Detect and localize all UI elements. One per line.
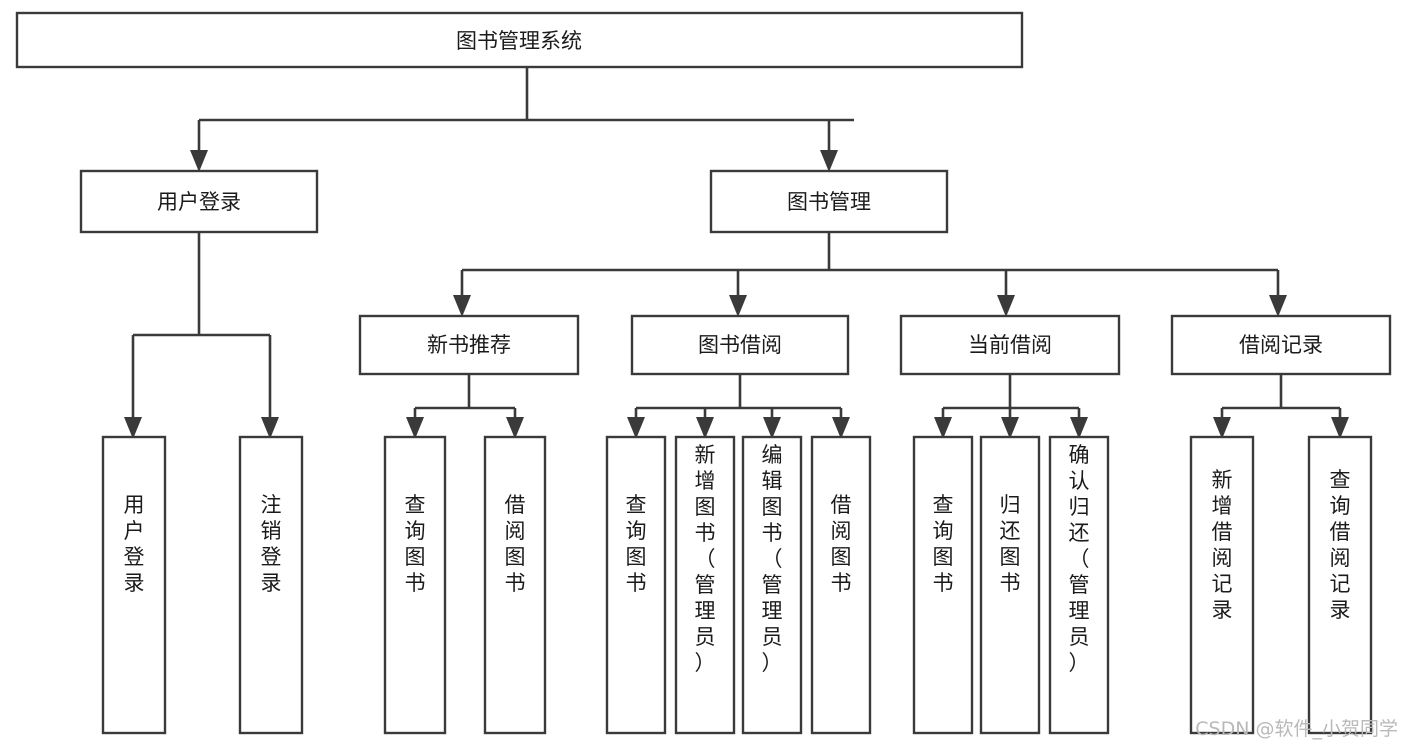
leaf-book-borrow-3-box <box>741 435 803 735</box>
leaf-borrow-record-2-box <box>1307 435 1373 735</box>
leaf-current-borrow-2-box <box>979 435 1041 735</box>
arrow-to-book-manage <box>820 150 838 172</box>
csdn-watermark: CSDN @软件_小贺同学 <box>1195 718 1398 740</box>
node-book-manage[interactable]: 图书管理 <box>709 169 949 234</box>
node-root-box <box>15 11 1024 69</box>
arrow-to-book-borrow <box>729 295 747 317</box>
arrow-book-borrow-leaf-4 <box>832 417 850 439</box>
node-root-label: 图书管理系统 <box>456 29 582 53</box>
leaf-current-borrow-3-label: 确认归还（管理员） <box>1069 443 1090 675</box>
connector-layer <box>124 67 1349 439</box>
node-new-book-recommend-box <box>358 314 580 376</box>
node-book-manage-label: 图书管理 <box>787 190 871 214</box>
node-root[interactable]: 图书管理系统 <box>15 11 1024 69</box>
arrow-to-borrow-record <box>1269 295 1287 317</box>
leaf-new-book-1[interactable]: 查询图书 <box>383 435 447 735</box>
leaf-current-borrow-1[interactable]: 查询图书 <box>912 435 974 735</box>
arrow-user-login-leaf-2 <box>261 417 279 439</box>
leaf-current-borrow-3-box <box>1048 435 1110 735</box>
leaf-new-book-2-box <box>483 435 547 735</box>
node-current-borrow-box <box>899 314 1121 376</box>
leaf-book-borrow-4-label: 借阅图书 <box>831 493 852 595</box>
leaf-user-login-1-box <box>101 435 167 735</box>
arrow-to-user-login <box>190 150 208 172</box>
leaf-user-login-1-label: 用户登录 <box>124 493 145 595</box>
leaf-book-borrow-3-label: 编辑图书（管理员） <box>762 443 783 675</box>
leaf-user-login-1[interactable]: 用户登录 <box>101 435 167 735</box>
arrow-current-borrow-leaf-1 <box>934 417 952 439</box>
arrow-book-borrow-leaf-2 <box>696 417 714 439</box>
leaf-book-borrow-4-box <box>810 435 872 735</box>
leaf-user-login-2[interactable]: 注销登录 <box>238 435 304 735</box>
leaf-new-book-2-label: 借阅图书 <box>505 493 526 595</box>
leaf-new-book-1-label: 查询图书 <box>405 493 426 595</box>
leaf-current-borrow-1-label: 查询图书 <box>933 493 954 595</box>
arrow-book-borrow-leaf-1 <box>627 417 645 439</box>
leaf-borrow-record-1-label: 新增借阅记录 <box>1212 468 1233 622</box>
node-new-book-recommend-label: 新书推荐 <box>427 333 511 357</box>
leaf-user-login-2-box <box>238 435 304 735</box>
leaf-borrow-record-2-label: 查询借阅记录 <box>1330 468 1351 622</box>
arrow-borrow-record-leaf-2 <box>1331 417 1349 439</box>
leaf-borrow-record-1[interactable]: 新增借阅记录 <box>1189 435 1255 735</box>
node-borrow-record-box <box>1170 314 1392 376</box>
node-book-manage-box <box>709 169 949 234</box>
leaf-book-borrow-2-label: 新增图书（管理员） <box>695 443 716 675</box>
leaf-current-borrow-3[interactable]: 确认归还（管理员） <box>1048 435 1110 735</box>
leaf-book-borrow-3[interactable]: 编辑图书（管理员） <box>741 435 803 735</box>
leaf-borrow-record-2[interactable]: 查询借阅记录 <box>1307 435 1373 735</box>
leaf-book-borrow-2-box <box>674 435 736 735</box>
node-current-borrow[interactable]: 当前借阅 <box>899 314 1121 376</box>
node-new-book-recommend[interactable]: 新书推荐 <box>358 314 580 376</box>
leaf-current-borrow-2-label: 归还图书 <box>1000 493 1021 595</box>
leaf-current-borrow-2[interactable]: 归还图书 <box>979 435 1041 735</box>
node-user-login[interactable]: 用户登录 <box>79 169 319 234</box>
arrow-user-login-leaf-1 <box>124 417 142 439</box>
node-borrow-record-label: 借阅记录 <box>1239 333 1323 357</box>
leaf-borrow-record-1-box <box>1189 435 1255 735</box>
node-user-login-label: 用户登录 <box>157 190 241 214</box>
arrow-new-book-leaf-1 <box>406 417 424 439</box>
node-book-borrow-box <box>630 314 850 376</box>
leaf-book-borrow-1-box <box>605 435 667 735</box>
leaf-user-login-2-label: 注销登录 <box>261 493 282 595</box>
node-user-login-box <box>79 169 319 234</box>
leaf-new-book-1-box <box>383 435 447 735</box>
node-book-borrow[interactable]: 图书借阅 <box>630 314 850 376</box>
arrow-to-current-borrow <box>997 295 1015 317</box>
leaf-book-borrow-4[interactable]: 借阅图书 <box>810 435 872 735</box>
arrow-new-book-leaf-2 <box>506 417 524 439</box>
arrow-book-borrow-leaf-3 <box>763 417 781 439</box>
leaf-current-borrow-1-box <box>912 435 974 735</box>
leaf-book-borrow-1-label: 查询图书 <box>626 493 647 595</box>
node-current-borrow-label: 当前借阅 <box>968 333 1052 357</box>
node-borrow-record[interactable]: 借阅记录 <box>1170 314 1392 376</box>
node-book-borrow-label: 图书借阅 <box>698 333 782 357</box>
arrow-current-borrow-leaf-2 <box>1001 417 1019 439</box>
arrow-current-borrow-leaf-3 <box>1070 417 1088 439</box>
arrow-borrow-record-leaf-1 <box>1213 417 1231 439</box>
arrow-to-new-book <box>453 295 471 317</box>
leaf-new-book-2[interactable]: 借阅图书 <box>483 435 547 735</box>
leaf-book-borrow-2[interactable]: 新增图书（管理员） <box>674 435 736 735</box>
leaf-book-borrow-1[interactable]: 查询图书 <box>605 435 667 735</box>
